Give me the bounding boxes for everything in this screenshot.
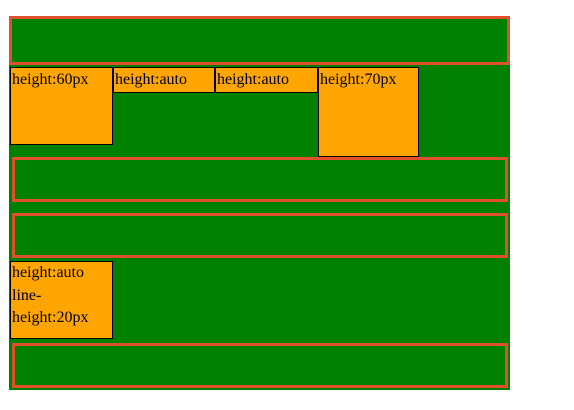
box-height-70-label: height:70px	[320, 71, 397, 88]
box-height-auto-1-label: height:auto	[115, 71, 187, 88]
float-clear-bar-4	[12, 343, 508, 388]
box-height-auto-line-height: height:auto line- height:20px	[10, 261, 113, 339]
box-height-auto-2-label: height:auto	[217, 71, 289, 88]
box-line-2: line-	[12, 286, 42, 304]
float-clear-bar-1	[9, 16, 510, 65]
box-height-60: height:60px	[10, 67, 113, 145]
box-height-70: height:70px	[318, 67, 419, 157]
float-clear-bar-3	[12, 213, 508, 258]
test-container: height:60px height:auto height:auto heig…	[9, 16, 510, 390]
box-height-auto-2: height:auto	[215, 67, 318, 93]
box-line-3: height:20px	[12, 309, 89, 326]
box-height-auto-1: height:auto	[113, 67, 215, 93]
box-line-1: height:auto	[12, 264, 84, 281]
float-clear-bar-2	[12, 157, 508, 202]
box-height-60-label: height:60px	[12, 71, 89, 88]
